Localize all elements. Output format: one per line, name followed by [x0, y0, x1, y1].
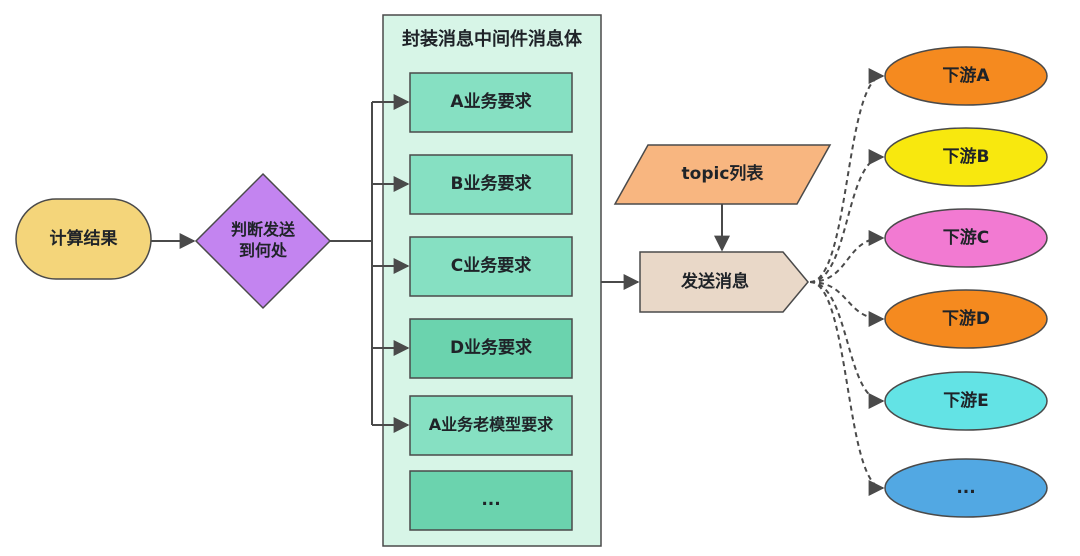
- send-message-node: [639, 251, 809, 313]
- topic-list-node: [613, 144, 832, 205]
- downstream-c-node: [884, 208, 1048, 268]
- biz-box-c: [409, 236, 573, 297]
- downstream-e-node: [884, 371, 1048, 431]
- downstream-a-node: [884, 46, 1048, 106]
- downstream-more-node: [884, 458, 1048, 518]
- fanout-connectors: [809, 68, 885, 496]
- biz-box-more: [409, 470, 573, 531]
- biz-box-b: [409, 154, 573, 215]
- biz-box-d: [409, 318, 573, 379]
- connectors: [151, 94, 730, 433]
- downstream-d-node: [884, 289, 1048, 349]
- decision-node: [194, 172, 332, 310]
- biz-box-a-old-model: [409, 395, 573, 456]
- compute-result-node: [15, 198, 152, 280]
- downstream-b-node: [884, 127, 1048, 187]
- biz-box-a: [409, 72, 573, 133]
